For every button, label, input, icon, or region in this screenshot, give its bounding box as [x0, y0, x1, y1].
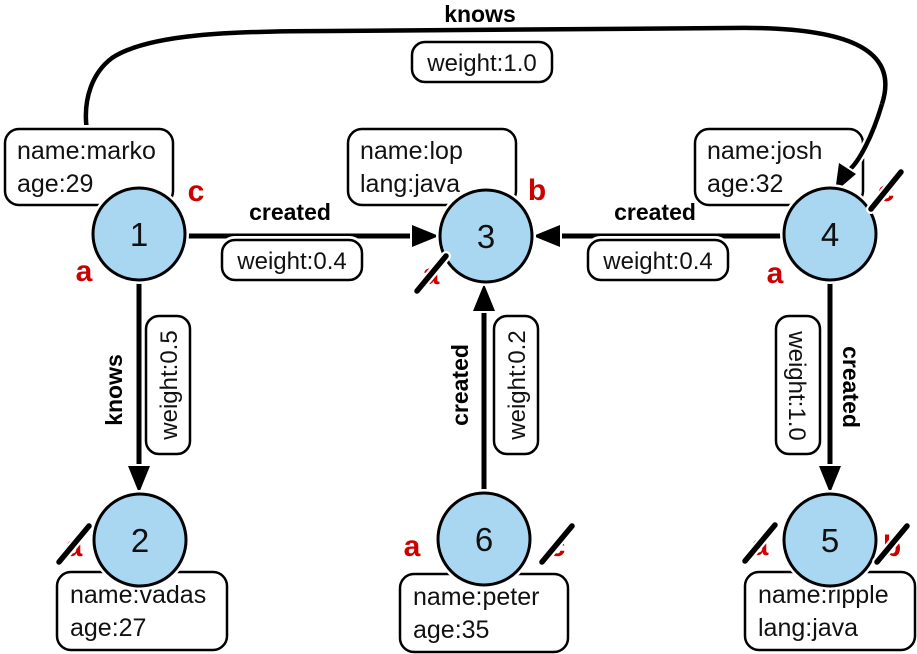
step-label-a-node6: a: [404, 530, 421, 563]
slash-c-node6-line: [539, 523, 575, 565]
node-5-circle: [782, 492, 878, 588]
node-6: 6: [434, 489, 534, 589]
slash-b-node5-line: [874, 523, 910, 565]
lop-box: [346, 127, 518, 207]
edge-4-3-label: created: [614, 199, 696, 225]
step-label-a-node4: a: [767, 257, 784, 290]
arrowhead-into-4: [832, 159, 860, 197]
edge-peter-created-lop: created weight:0.2: [444, 278, 542, 497]
node-2: 2: [90, 490, 190, 590]
node-1-properties: name:marko age:29: [1, 125, 177, 209]
vadas-prop-age: age:27: [70, 614, 146, 642]
node-3-circle: [438, 188, 534, 284]
step-label-a-node1: a: [76, 255, 93, 288]
node-3-id: 3: [477, 218, 495, 255]
arrowhead-into-2: [125, 464, 153, 499]
edge-4-5-label: created: [838, 346, 864, 428]
lop-prop-lang: lang:java: [360, 170, 460, 198]
arrowhead-into-3-left: [410, 222, 445, 250]
edge-josh-created-ripple: created weight:1.0: [772, 276, 867, 499]
node-4: 4: [780, 184, 880, 284]
weight-6-3-box: [492, 314, 540, 456]
node-6-properties: name:peter age:35: [396, 570, 572, 654]
node-5-properties: name:ripple lang:java: [741, 568, 917, 654]
arrowhead-into-3-right: [527, 222, 562, 250]
edge-1-2-label: knows: [101, 354, 127, 426]
weight-1-3-text: weight:0.4: [236, 248, 346, 275]
marko-prop-name: name:marko: [17, 137, 156, 165]
node-1-circle: [91, 186, 187, 282]
edge-marko-created-lop: created weight:0.4: [181, 196, 445, 284]
weight-1-2-text: weight:0.5: [156, 330, 183, 440]
lop-prop-name: name:lop: [360, 137, 463, 165]
edge-marko-knows-vadas: knows weight:0.5: [98, 276, 194, 499]
peter-prop-age: age:35: [413, 616, 489, 644]
node-4-circle: [782, 186, 878, 282]
edge-6-3-label: created: [447, 344, 473, 426]
weight-1-3-box: [220, 238, 364, 282]
node-2-circle: [92, 492, 188, 588]
slash-a-node3-line: [414, 253, 449, 294]
weight-6-3-text: weight:0.2: [504, 330, 531, 440]
weight-4-5-text: weight:1.0: [783, 330, 810, 440]
weight-4-3-box: [586, 238, 730, 282]
edge-josh-created-lop: created weight:0.4: [527, 196, 788, 284]
node-1-id: 1: [130, 216, 148, 253]
node-5-id: 5: [821, 522, 839, 559]
node-1: 1: [89, 184, 189, 284]
slash-a-node5-line: [742, 522, 778, 564]
slash-a-node2-line: [56, 523, 92, 565]
edge-marko-knows-josh-tail: knows: [441, 0, 887, 197]
weight-4-5-box: [774, 314, 822, 456]
node-2-properties: name:vadas age:27: [53, 568, 231, 654]
arrowhead-into-3-bottom: [470, 278, 498, 313]
edge-marko-knows-josh: [81, 23, 890, 196]
ripple-prop-lang: lang:java: [758, 614, 858, 642]
node-5: 5: [780, 490, 880, 590]
node-4-id: 4: [821, 216, 839, 253]
step-label-c-node1: c: [188, 175, 205, 208]
edge-1-4-weight: weight:1.0: [408, 38, 556, 86]
josh-prop-name: name:josh: [707, 137, 822, 165]
node-6-circle: [436, 491, 532, 587]
josh-prop-age: age:32: [707, 170, 783, 198]
node-6-id: 6: [475, 521, 493, 558]
edge-1-3-label: created: [249, 199, 331, 225]
knows-top-label: knows: [444, 1, 516, 27]
node-3-properties: name:lop lang:java: [344, 125, 520, 209]
slash-c-node4-line: [868, 169, 904, 212]
node-3: 3: [436, 186, 536, 286]
knows-curve: [83, 25, 888, 194]
knows-curve-tail: [847, 103, 885, 172]
node-2-id: 2: [131, 522, 149, 559]
arrowhead-into-5: [816, 464, 844, 499]
marko-prop-age: age:29: [17, 170, 93, 198]
step-label-b-node3: b: [528, 174, 546, 207]
weight-1-4-box: [410, 40, 554, 84]
weight-1-4-text: weight:1.0: [426, 50, 536, 77]
step-labels: c a b a c a a a c a b: [54, 167, 912, 567]
weight-1-2-box: [144, 314, 192, 456]
weight-4-3-text: weight:0.4: [602, 248, 712, 275]
